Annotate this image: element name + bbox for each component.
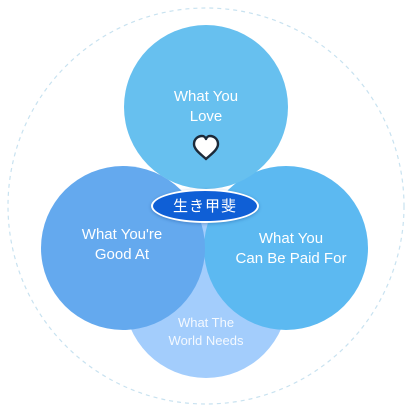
circle-love [124, 25, 288, 189]
label-what-you-can-be-paid-for: What You Can Be Paid For [235, 230, 347, 268]
outer-dashed-ring [7, 7, 405, 405]
heart-outline-icon [192, 134, 220, 161]
label-what-you-love: What You Love [173, 88, 239, 126]
label-what-youre-good-at: What You're Good At [81, 226, 163, 264]
ikigai-center-badge: 生き甲斐 [151, 189, 259, 223]
label-what-the-world-needs: What The World Needs [168, 315, 244, 348]
